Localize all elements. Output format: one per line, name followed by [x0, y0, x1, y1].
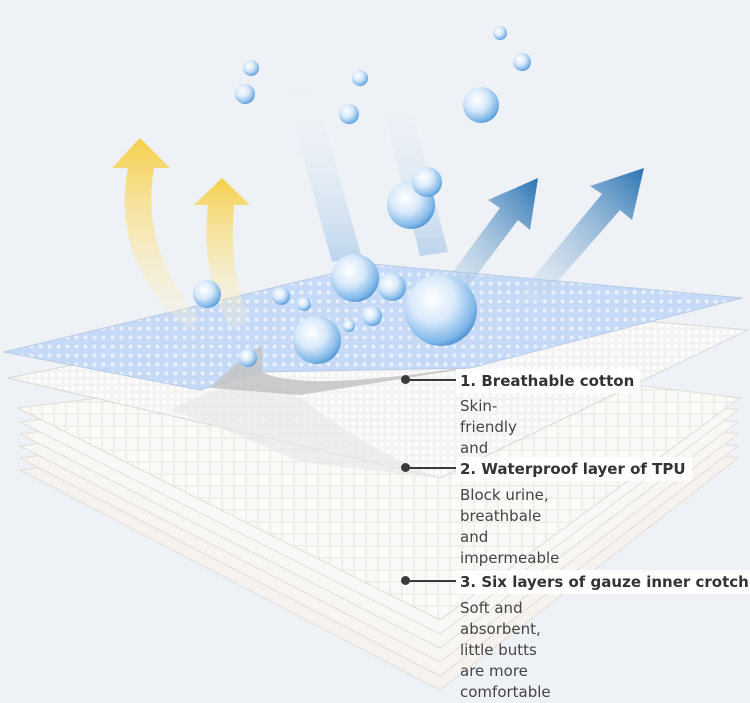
- water-droplet-icon: [193, 26, 531, 367]
- layer-title: 3. Six layers of gauze inner crotch: [456, 570, 750, 594]
- callout-dot-icon: [401, 463, 410, 472]
- layer-description: Soft and absorbent, little butts are mor…: [460, 599, 551, 701]
- moisture-stream: [282, 70, 448, 262]
- layer-title: 1. Breathable cotton: [456, 369, 641, 393]
- callout-dot-icon: [401, 375, 410, 384]
- callout-dot-icon: [401, 576, 410, 585]
- gauze-layers: [16, 357, 742, 691]
- callout-leader-line: [408, 379, 458, 381]
- cotton-layer: [3, 263, 743, 395]
- callout-leader-line: [408, 467, 458, 469]
- warm-air-arrow-icon: [112, 138, 250, 330]
- moisture-arrow-icon: [432, 168, 644, 308]
- layer-title: 2. Waterproof layer of TPU: [456, 457, 692, 481]
- callout-leader-line: [408, 580, 458, 582]
